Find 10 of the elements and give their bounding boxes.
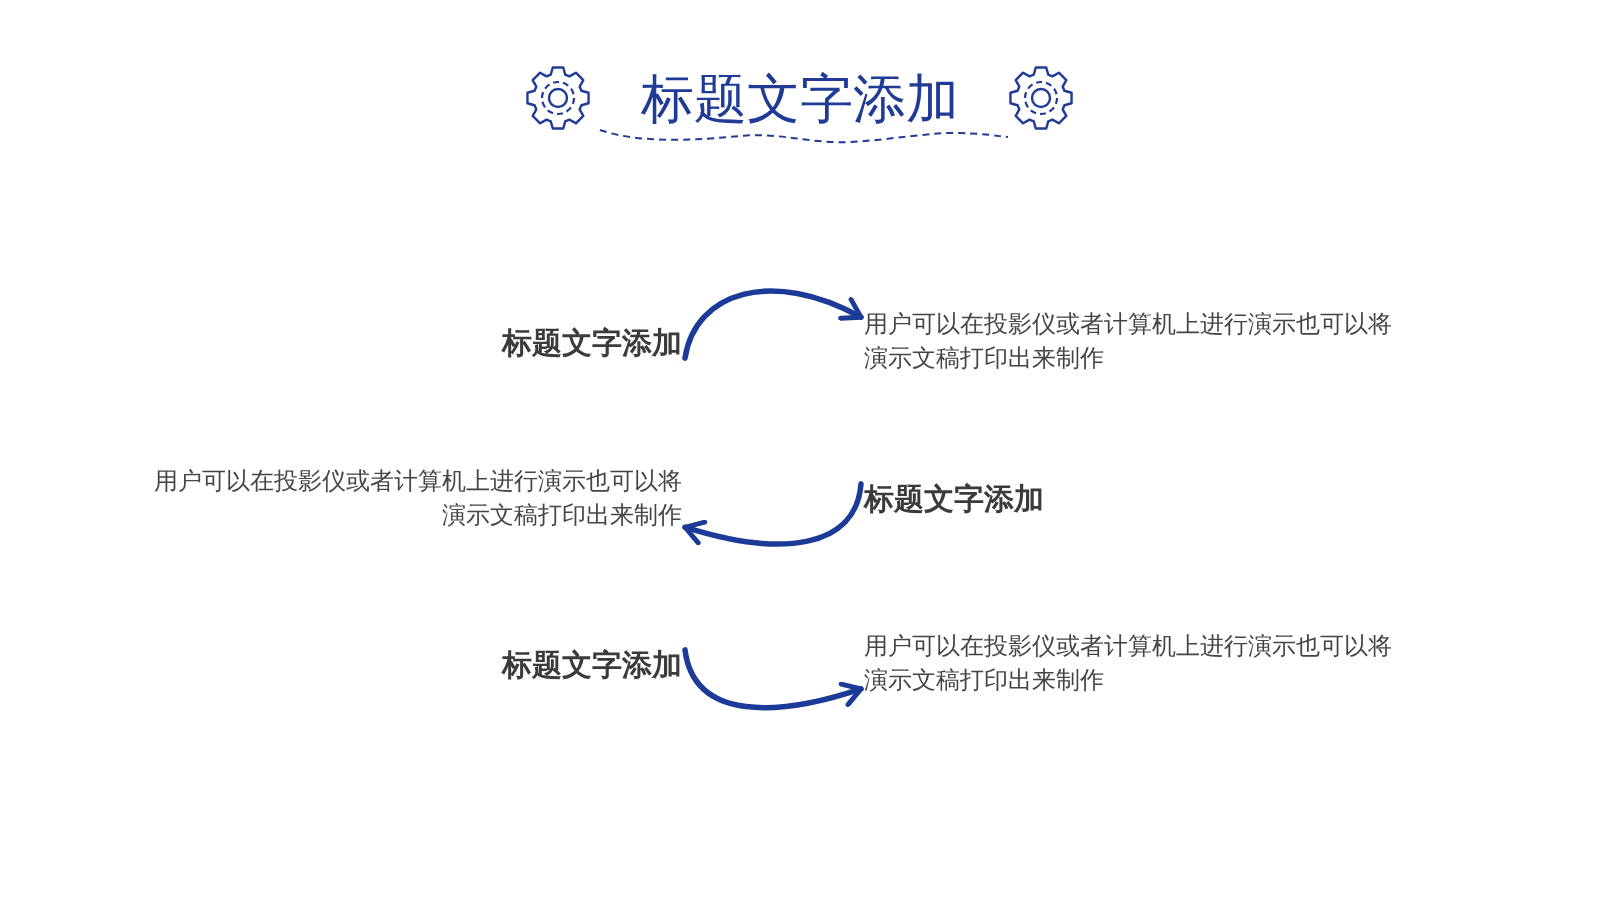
heading-text: 标题文字添加 [502,325,682,361]
arrow [682,647,864,711]
arrow [682,288,864,361]
heading-text: 标题文字添加 [502,647,682,683]
arrow [682,481,864,547]
body-text: 用户可以在投影仪或者计算机上进行演示也可以将演示文稿打印出来制作 [864,307,1395,375]
slide-title: 标题文字添加 [641,68,959,130]
heading-text: 标题文字添加 [864,481,1044,517]
body-text: 用户可以在投影仪或者计算机上进行演示也可以将演示文稿打印出来制作 [864,629,1395,697]
body-text: 用户可以在投影仪或者计算机上进行演示也可以将演示文稿打印出来制作 [151,464,682,532]
